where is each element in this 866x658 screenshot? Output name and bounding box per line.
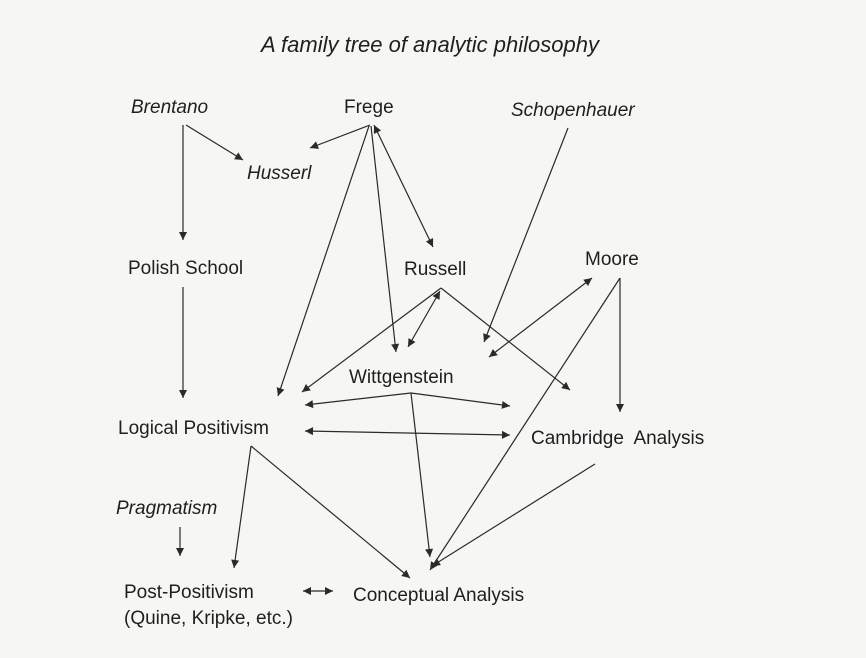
arrow-moore-to-wittgenstein: [488, 277, 593, 358]
arrow-russell-to-wittgenstein: [407, 290, 441, 348]
node-schopenhauer: Schopenhauer: [511, 100, 635, 121]
arrow-wittgenstein-to-logpos: [304, 392, 412, 409]
arrow-russell-to-cambridge: [440, 287, 571, 391]
node-cambridge: Cambridge Analysis: [531, 428, 704, 449]
arrow-moore-to-conceptual: [429, 277, 621, 571]
arrow-frege-to-logpos: [276, 125, 370, 397]
arrow-wittgenstein-to-cambridge: [410, 392, 511, 409]
arrow-frege-to-husserl: [309, 124, 371, 149]
node-husserl: Husserl: [247, 163, 312, 184]
arrow-cambridge-to-conceptual: [431, 463, 596, 567]
node-russell: Russell: [404, 259, 466, 280]
node-frege: Frege: [344, 97, 394, 118]
arrow-frege-to-russell: [373, 124, 434, 248]
node-polish: Polish School: [128, 258, 243, 279]
node-logpos: Logical Positivism: [118, 418, 269, 439]
arrow-wittgenstein-to-conceptual: [410, 392, 434, 558]
arrow-brentano-to-husserl: [185, 124, 244, 161]
arrow-logpos-to-conceptual: [250, 445, 411, 579]
node-conceptual: Conceptual Analysis: [353, 585, 524, 606]
arrow-logpos-to-postpos: [231, 445, 252, 569]
node-postpos: Post-Positivism: [124, 582, 254, 603]
node-moore: Moore: [585, 249, 639, 270]
arrow-frege-to-wittgenstein: [370, 125, 400, 353]
node-brentano: Brentano: [131, 97, 208, 118]
arrow-logpos-to-cambridge: [304, 427, 511, 439]
node-pragmatism: Pragmatism: [116, 498, 217, 519]
node-wittgenstein: Wittgenstein: [349, 367, 454, 388]
arrow-schopenhauer-to-wittgenstein: [483, 127, 569, 343]
node-postpos-note: (Quine, Kripke, etc.): [124, 608, 293, 629]
diagram-title: A family tree of analytic philosophy: [259, 32, 601, 57]
